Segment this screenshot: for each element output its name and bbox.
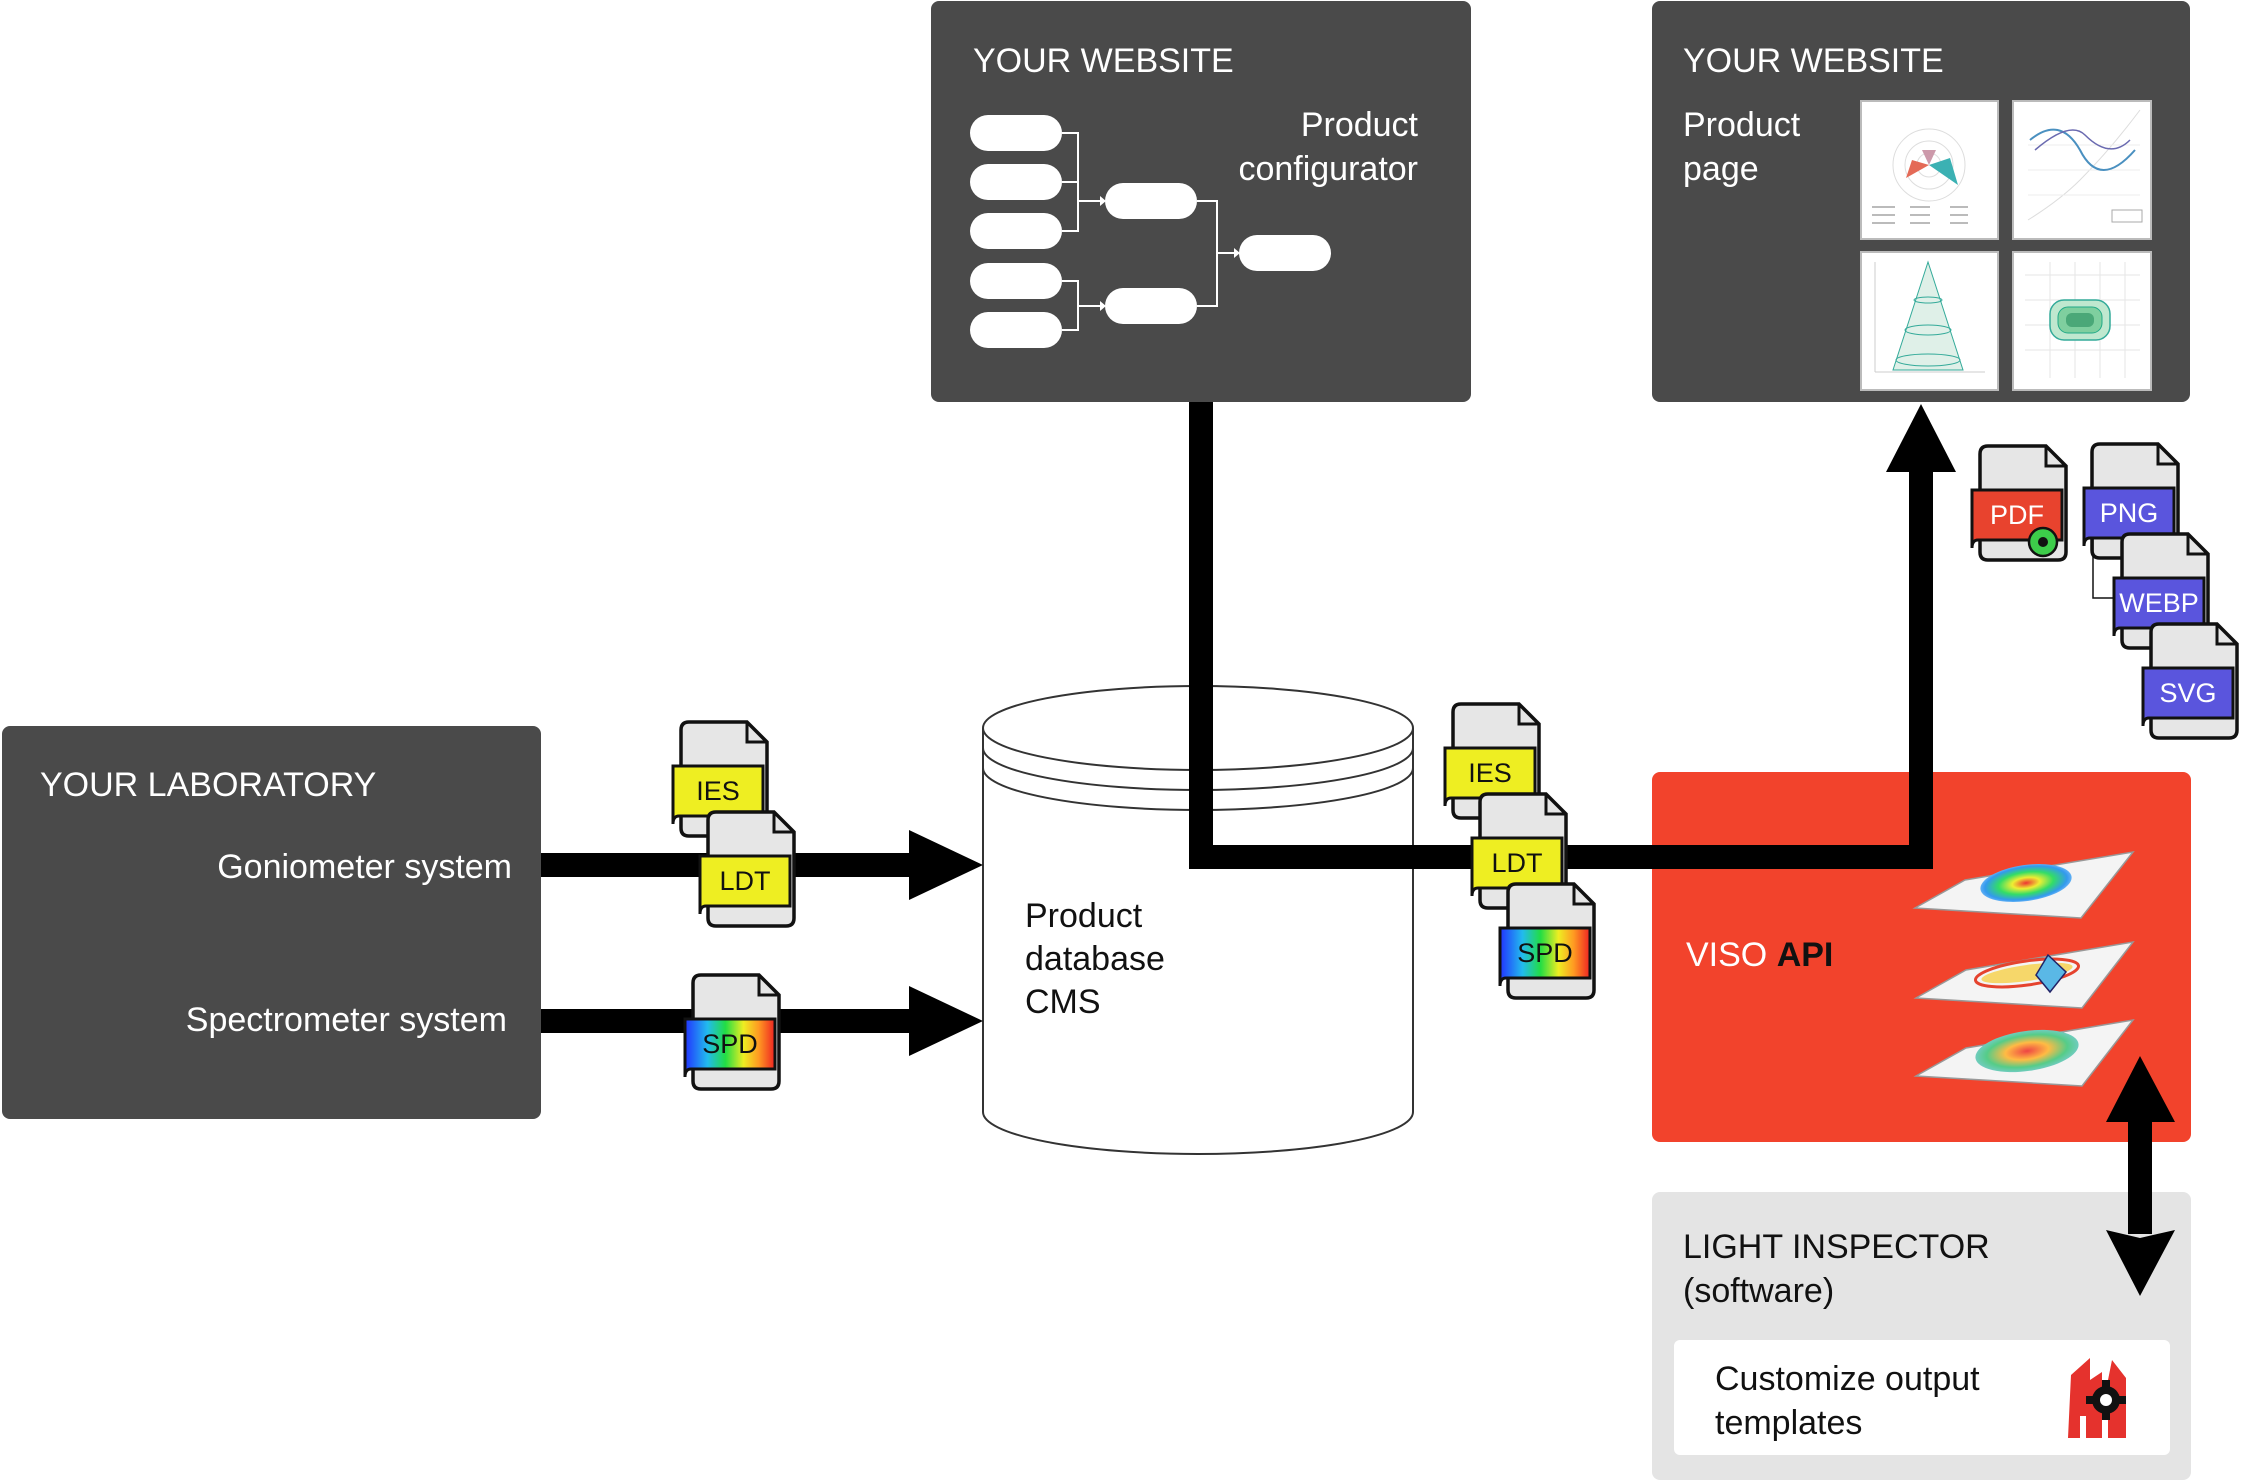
ldt-file-icon: LDT (698, 810, 796, 928)
webp-file-icon: WEBP (2112, 532, 2210, 650)
configurator-label-line1: Product (1300, 106, 1418, 144)
ies-file-icon: IES (1443, 702, 1541, 820)
templates-label-line1: Customize output (1715, 1360, 1980, 1398)
website-product-title: YOUR WEBSITE (1683, 42, 1944, 80)
heatmap-plate-top (1912, 850, 2135, 919)
thumbnail-polar-chart (1860, 100, 1999, 240)
database-label-line1: Product (1025, 897, 1143, 935)
heatmap-plate-bottom (1913, 1018, 2135, 1087)
api-inspector-double-arrow (2106, 1056, 2175, 1296)
png-file-label: PNG (2100, 498, 2159, 528)
spd-file-label: SPD (1517, 938, 1573, 968)
light-inspector-title: LIGHT INSPECTOR (1683, 1228, 1990, 1266)
product-page-label-line2: page (1683, 150, 1759, 188)
configurator-tree (970, 115, 1331, 348)
ies-file-label: IES (696, 776, 740, 806)
config-option-pill (970, 115, 1062, 151)
file-icons: IES LDT SPD IES LDT SPD PDF PNG WEBP SVG (671, 442, 2239, 1091)
laboratory-title: YOUR LABORATORY (40, 766, 377, 804)
config-group-pill (1105, 288, 1197, 324)
website-configurator-title: YOUR WEBSITE (973, 42, 1234, 80)
templates-label-line2: templates (1715, 1404, 1863, 1442)
config-option-pill (970, 164, 1062, 200)
database-cylinder (982, 685, 1414, 1155)
product-page-label-line1: Product (1683, 106, 1801, 144)
spd-file-icon: SPD (1498, 882, 1596, 1000)
viso-api-title: VISO API (1686, 936, 1833, 975)
pdf-file-icon: PDF (1970, 444, 2068, 562)
thumbnail-cone-chart (1860, 251, 1999, 391)
config-group-pill (1105, 183, 1197, 219)
viso-api-bold: API (1776, 936, 1834, 974)
viso-heatmap-plates (1912, 850, 2135, 1087)
ies-file-icon: IES (671, 720, 769, 838)
ldt-file-label: LDT (719, 866, 770, 896)
config-option-pill (970, 213, 1062, 249)
pdf-file-label: PDF (1990, 500, 2044, 530)
heatmap-plate-middle (1913, 940, 2135, 1009)
viso-api-prefix: VISO (1686, 936, 1777, 974)
api-to-product-page-arrow (1652, 404, 1956, 869)
thumbnail-cartesian-chart (2012, 100, 2152, 240)
ies-file-label: IES (1468, 758, 1512, 788)
config-option-pill (970, 263, 1062, 299)
thumbnail-isolux-chart (2012, 251, 2152, 391)
spd-file-label: SPD (702, 1029, 758, 1059)
webp-file-label: WEBP (2119, 588, 2199, 618)
spectrometer-label: Spectrometer system (185, 1001, 507, 1039)
format-connector (2092, 538, 2114, 599)
database-label-line3: CMS (1025, 983, 1101, 1021)
laboratory-panel (2, 726, 541, 1119)
light-inspector-subtitle: (software) (1683, 1272, 1835, 1310)
configurator-to-api-connector (1189, 402, 1652, 869)
spd-file-icon: SPD (683, 973, 781, 1091)
product-page-thumbnails (1860, 100, 2152, 391)
svg-file-icon: SVG (2141, 622, 2239, 740)
svg-file-label: SVG (2159, 678, 2216, 708)
config-result-pill (1239, 235, 1331, 271)
goniometer-label: Goniometer system (217, 848, 512, 886)
light-inspector-logo-icon (2068, 1358, 2126, 1438)
ldt-file-label: LDT (1491, 848, 1542, 878)
database-label-line2: database (1025, 940, 1165, 978)
png-file-icon: PNG (2082, 442, 2180, 560)
configurator-label-line2: configurator (1238, 150, 1418, 188)
config-option-pill (970, 312, 1062, 348)
